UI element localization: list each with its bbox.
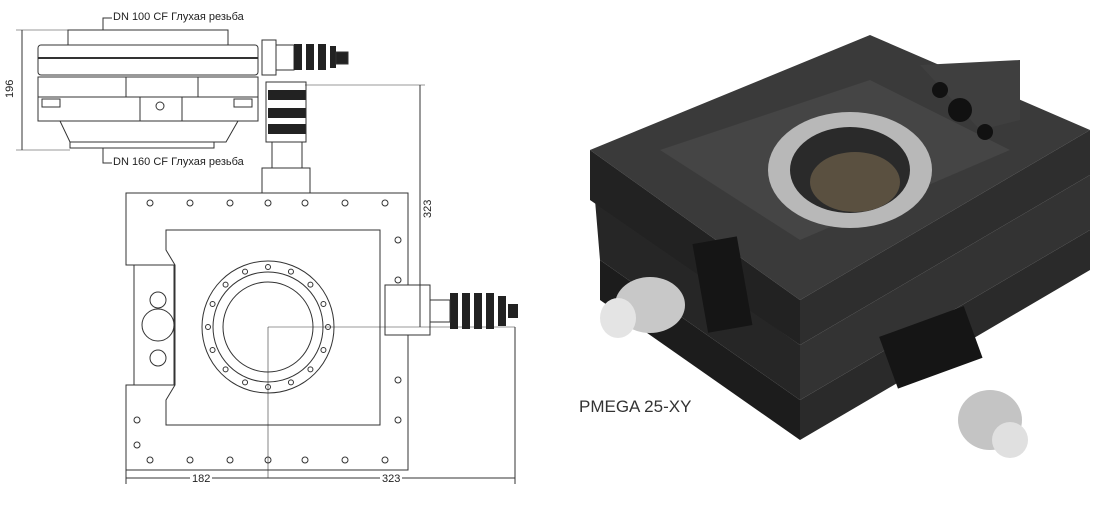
bolt-hole — [264, 456, 272, 464]
bolt-hole — [394, 276, 402, 284]
bolt-hole — [205, 324, 211, 330]
bolt-hole — [186, 199, 194, 207]
top-flange-label: DN 100 CF Глухая резьба — [113, 11, 244, 23]
bolt-hole — [133, 441, 141, 449]
plan-view — [125, 84, 518, 484]
bolt-hole — [146, 199, 154, 207]
dim-left: 182 — [190, 473, 213, 485]
bolt-hole — [242, 379, 249, 386]
bolt-hole — [265, 384, 271, 390]
bolt-hole — [287, 379, 294, 386]
product-render — [590, 35, 1090, 458]
bolt-hole — [287, 268, 294, 275]
bolt-hole — [222, 281, 229, 288]
bolt-hole — [320, 346, 327, 353]
bolt-hole — [146, 456, 154, 464]
bolt-hole — [320, 301, 327, 308]
dim-right: 323 — [380, 473, 403, 485]
side-view — [16, 17, 349, 194]
bolt-hole — [222, 366, 229, 373]
product-caption: PMEGA 25-XY — [579, 397, 692, 416]
bolt-hole — [301, 199, 309, 207]
bolt-hole — [133, 416, 141, 424]
bolt-hole — [394, 236, 402, 244]
bolt-hole — [265, 264, 271, 270]
bolt-hole — [264, 199, 272, 207]
bolt-hole — [341, 199, 349, 207]
bolt-hole — [301, 456, 309, 464]
dim-vertical: 323 — [422, 199, 434, 218]
bolt-hole — [394, 416, 402, 424]
bolt-hole — [341, 456, 349, 464]
bolt-hole — [209, 346, 216, 353]
bolt-hole — [307, 366, 314, 373]
bolt-hole — [325, 324, 331, 330]
bolt-hole — [307, 281, 314, 288]
bolt-hole — [394, 376, 402, 384]
bolt-hole — [209, 301, 216, 308]
bolt-hole — [226, 199, 234, 207]
bottom-flange-label: DN 160 CF Глухая резьба — [113, 156, 244, 168]
bolt-hole — [186, 456, 194, 464]
bolt-hole — [381, 456, 389, 464]
dim-height: 196 — [4, 79, 16, 98]
bolt-hole — [242, 268, 249, 275]
bolt-hole — [381, 199, 389, 207]
bolt-hole — [226, 456, 234, 464]
